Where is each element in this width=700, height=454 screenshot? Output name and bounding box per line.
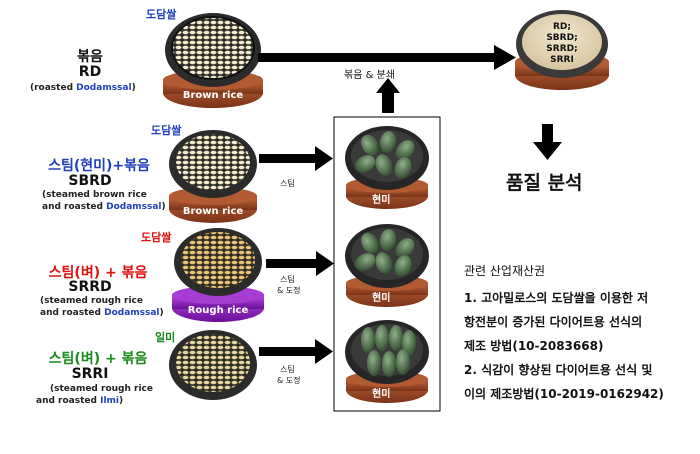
row1-arrow <box>259 146 333 171</box>
patent-line-1: 1. 고아밀로스의 도담쌀을 이용한 저 <box>464 291 649 305</box>
row1-code: SBRD <box>68 173 112 189</box>
process-label: 볶음 & 분쇄 <box>344 70 395 81</box>
patent-line-3: 제조 방법(10-2083668) <box>464 339 604 353</box>
result-bowl-2 <box>345 224 429 307</box>
top-bowl <box>163 13 263 108</box>
result-bowl-3 <box>345 320 429 403</box>
patent-line-4: 2. 식감이 향상된 다이어트용 선식 및 <box>464 363 653 377</box>
product-code-2: SBRD; <box>546 33 578 43</box>
patent-line-5: 이의 제조방법(10-2019-0162942) <box>464 387 664 401</box>
analysis-label: 품질 분석 <box>506 172 583 194</box>
row1-bowl <box>169 130 257 223</box>
patent-line-2: 항전분이 증가된 다이어트용 선식의 <box>464 315 643 329</box>
row2-arrow-label-1: 스팀 <box>280 275 295 284</box>
result-bowl-1 <box>345 126 429 209</box>
row1-result-label: 현미 <box>372 195 391 206</box>
up-arrow <box>376 78 400 113</box>
row2-desc-line1: (steamed rough rice <box>40 296 143 306</box>
row3-bowl <box>169 330 257 400</box>
row3-arrow-label-2: & 도정 <box>277 376 301 385</box>
patents-list: 1. 고아밀로스의 도담쌀을 이용한 저 항전분이 증가된 다이어트용 선식의 … <box>464 286 664 406</box>
row1-desc-line1: (steamed brown rice <box>42 190 147 200</box>
product-code-4: SRRI <box>550 55 574 65</box>
row3-variety-label: 일미 <box>155 331 176 344</box>
row3-code: SRRI <box>71 366 109 382</box>
row2-result-label: 현미 <box>372 293 391 304</box>
row2-bowl <box>172 228 264 322</box>
top-bowl-label: Brown rice <box>182 90 244 101</box>
row3-arrow-label-1: 스팀 <box>280 365 295 374</box>
row1-bowl-label: Brown rice <box>182 206 244 217</box>
row1-title: 스팀(현미)+볶음 <box>48 158 150 174</box>
row3-arrow <box>259 339 333 364</box>
product-code-1: RD; <box>553 22 571 32</box>
row3-title: 스팀(벼) + 볶음 <box>48 351 148 367</box>
top-code: RD <box>78 64 102 80</box>
row2-arrow-label-2: & 도정 <box>277 286 301 295</box>
row2-variety-label: 도담쌀 <box>141 231 172 244</box>
top-title: 볶음 <box>77 49 103 65</box>
top-desc: (roasted Dodamssal) <box>30 83 136 93</box>
top-arrow <box>258 45 516 70</box>
row2-arrow <box>266 251 334 276</box>
row3-result-label: 현미 <box>372 389 391 400</box>
row2-desc-line2: and roasted Dodamssal) <box>40 308 164 318</box>
product-codes: RD; SBRD; SRRD; SRRI <box>530 22 594 66</box>
down-arrow <box>533 124 562 160</box>
row3-desc-line2: and roasted Ilmi) <box>36 396 124 406</box>
row3-desc-line1: (steamed rough rice <box>50 384 153 394</box>
row2-code: SRRD <box>68 279 112 295</box>
row1-arrow-label: 스팀 <box>280 179 295 188</box>
product-bowl <box>515 10 609 90</box>
row2-title: 스팀(벼) + 볶음 <box>48 265 148 281</box>
row2-bowl-label: Rough rice <box>187 305 249 316</box>
top-variety-label: 도담쌀 <box>146 8 177 21</box>
product-code-3: SRRD; <box>546 44 578 54</box>
row1-variety-label: 도담쌀 <box>151 124 182 137</box>
patents-heading: 관련 산업재산권 <box>464 264 546 278</box>
result-column-box <box>333 116 441 412</box>
row1-desc-line2: and roasted Dodamssal) <box>42 202 166 212</box>
